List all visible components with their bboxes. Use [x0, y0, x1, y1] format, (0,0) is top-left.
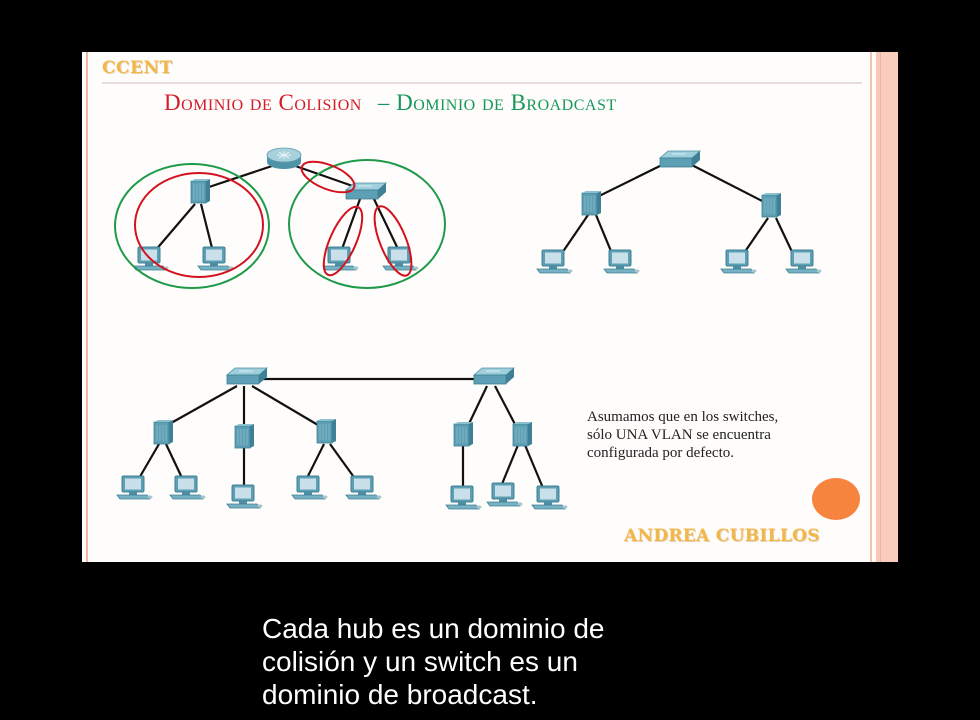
pc-icon	[291, 475, 328, 500]
pc-icon	[486, 482, 523, 507]
diagram-collision-broadcast-example	[114, 147, 446, 289]
switch-icon	[226, 367, 268, 385]
hub-icon	[153, 419, 174, 445]
subtitle-caption: Cada hub es un dominio de colisión y un …	[262, 612, 604, 711]
vlan-note: Asumamos que en los switches, sólo UNA V…	[587, 408, 857, 462]
switch-icon	[473, 367, 515, 385]
pc-icon	[785, 249, 822, 274]
orange-circle-decoration	[812, 478, 860, 520]
slide: CCENT Dominio de Colision– Dominio de Br…	[82, 52, 898, 562]
pc-icon	[345, 475, 382, 500]
author-name: ANDREA CUBILLOS	[624, 526, 820, 546]
note-line: Asumamos que en los switches,	[587, 409, 779, 425]
pc-icon	[197, 246, 234, 271]
hub-icon	[190, 178, 211, 204]
pc-icon	[116, 475, 153, 500]
hub-icon	[581, 190, 602, 216]
pc-icon	[382, 246, 419, 271]
diagram-switch-two-hubs	[536, 150, 822, 274]
pc-icon	[445, 485, 482, 510]
switch-icon	[659, 150, 701, 168]
caption-line: colisión y un switch es un	[262, 646, 578, 677]
hub-icon	[316, 418, 337, 444]
note-line: sólo UNA VLAN se encuentra	[587, 427, 771, 443]
network-diagrams	[114, 147, 822, 510]
right-border-stripes	[864, 52, 898, 562]
header-divider	[102, 82, 862, 84]
pc-icon	[536, 249, 573, 274]
pc-icon	[226, 484, 263, 509]
brand-label: CCENT	[102, 58, 173, 78]
slide-title: Dominio de Colision– Dominio de Broadcas…	[164, 90, 617, 116]
caption-line: dominio de broadcast.	[262, 679, 538, 710]
pc-icon	[603, 249, 640, 274]
title-collision-domain: Dominio de Colision	[164, 90, 362, 115]
title-separator: –	[377, 90, 390, 115]
left-border-stripe	[86, 52, 88, 562]
hub-icon	[761, 192, 782, 218]
hub-icon	[453, 421, 474, 447]
diagram-two-switches-five-hubs	[116, 367, 568, 510]
pc-icon	[720, 249, 757, 274]
hub-icon	[512, 421, 533, 447]
pc-icon	[531, 485, 568, 510]
note-line: configurada por defecto.	[587, 445, 735, 461]
title-broadcast-domain: Dominio de Broadcast	[396, 90, 617, 115]
caption-line: Cada hub es un dominio de	[262, 613, 605, 644]
router-icon	[266, 147, 302, 170]
hub-icon	[234, 423, 255, 449]
pc-icon	[169, 475, 206, 500]
